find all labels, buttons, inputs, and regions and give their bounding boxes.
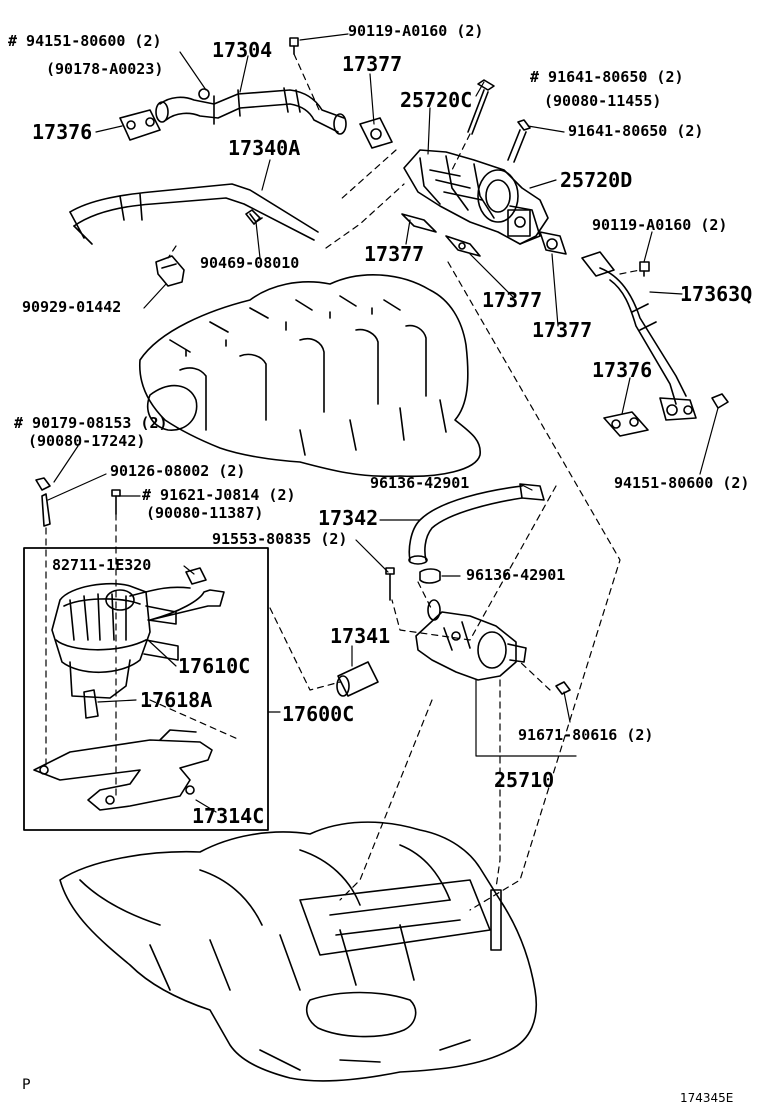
engine-block-drawing — [59, 821, 537, 1082]
callout-91621-j0814[interactable]: # 91621-J0814 (2) — [142, 486, 296, 504]
callout-25720c[interactable]: 25720C — [400, 88, 473, 112]
callout-90178-a0023[interactable]: (90178-A0023) — [46, 60, 164, 78]
callout-17376-top[interactable]: 17376 — [32, 120, 93, 144]
bolt-90119-top-drawing — [289, 37, 299, 55]
callout-17610c[interactable]: 17610C — [178, 654, 251, 678]
callout-90179-08153[interactable]: # 90179-08153 (2) — [14, 414, 168, 432]
connector-82711-drawing — [149, 567, 225, 621]
callout-91553-80835[interactable]: 91553-80835 (2) — [212, 530, 348, 548]
callout-17340a[interactable]: 17340A — [228, 136, 301, 160]
callout-91641-80650-alt[interactable]: # 91641-80650 (2) — [530, 68, 684, 86]
nut-94151-right-drawing — [711, 393, 729, 409]
air-pump-17610C-drawing — [51, 582, 191, 699]
air-pipe-17363Q-drawing — [581, 251, 697, 421]
callout-90119-a0160-right[interactable]: 90119-A0160 (2) — [592, 216, 728, 234]
callout-17377-d[interactable]: 17377 — [532, 318, 593, 342]
callout-91671-80616[interactable]: 91671-80616 (2) — [518, 726, 654, 744]
callout-17341[interactable]: 17341 — [330, 624, 391, 648]
leader-lines — [47, 33, 719, 813]
bushing-17618A-drawing — [83, 689, 99, 719]
callout-17377-a[interactable]: 17377 — [342, 52, 403, 76]
callout-17600c[interactable]: 17600C — [282, 702, 355, 726]
callout-82711-1e320[interactable]: 82711-1E320 — [52, 556, 152, 574]
callout-96136-42901-top[interactable]: 96136-42901 — [370, 474, 470, 492]
callout-90080-11387[interactable]: (90080-11387) — [146, 504, 264, 522]
gasket-17376-right-drawing — [603, 411, 649, 437]
callout-17304[interactable]: 17304 — [212, 38, 273, 62]
callout-94151-80600-top[interactable]: # 94151-80600 (2) — [8, 32, 162, 50]
callout-94151-80600-right[interactable]: 94151-80600 (2) — [614, 474, 750, 492]
gasket-17377-top-drawing — [359, 117, 393, 149]
stud-91641-drawing — [467, 79, 495, 135]
callout-90469-08010[interactable]: 90469-08010 — [200, 254, 300, 272]
callout-17314c[interactable]: 17314C — [192, 804, 265, 828]
bracket-17314C-drawing — [33, 729, 213, 811]
air-injection-valve-25710-drawing — [415, 599, 527, 681]
air-switching-valve-25720C-drawing — [403, 149, 549, 245]
callout-17377-c[interactable]: 17377 — [482, 288, 543, 312]
stud-90179-drawing — [41, 493, 51, 527]
flange-gasket-17376-drawing — [119, 109, 161, 141]
callout-91641-80650[interactable]: 91641-80650 (2) — [568, 122, 704, 140]
hose-17341-drawing — [336, 661, 379, 697]
callout-17363q[interactable]: 17363Q — [680, 282, 753, 306]
bolt-90119-right-drawing — [639, 261, 650, 277]
hose-17340A-drawing — [69, 183, 319, 245]
callout-25710[interactable]: 25710 — [494, 768, 555, 792]
assembly-17600C-box — [23, 547, 269, 831]
callout-25720d[interactable]: 25720D — [560, 168, 633, 192]
gasket-17377-clips-drawing — [401, 213, 567, 257]
clip-90469-drawing — [245, 209, 261, 225]
bolt-91641-drawing — [507, 119, 531, 163]
callout-90119-a0160-top[interactable]: 90119-A0160 (2) — [348, 22, 484, 40]
callout-90080-11455[interactable]: (90080-11455) — [544, 92, 662, 110]
callout-90929-01442[interactable]: 90929-01442 — [22, 298, 122, 316]
callout-96136-42901-bottom[interactable]: 96136-42901 — [466, 566, 566, 584]
nut-90126-drawing — [35, 477, 51, 491]
callout-17376-right[interactable]: 17376 — [592, 358, 653, 382]
bolt-91671-drawing — [555, 681, 571, 695]
air-pipe-17304-drawing — [155, 87, 347, 135]
dashed-installation-lines — [45, 53, 641, 911]
callout-17377-b[interactable]: 17377 — [364, 242, 425, 266]
diagram-id: 174345E — [680, 1091, 734, 1105]
intake-manifold-drawing — [139, 274, 481, 478]
callout-90126-08002[interactable]: 90126-08002 (2) — [110, 462, 246, 480]
bolt-91621-drawing — [111, 489, 121, 515]
callout-17342[interactable]: 17342 — [318, 506, 379, 530]
callout-90080-17242[interactable]: (90080-17242) — [28, 432, 146, 450]
corner-mark: P — [22, 1077, 31, 1093]
hose-17342-drawing — [408, 483, 545, 565]
bolt-91553-drawing — [385, 567, 395, 601]
hose-clamp-96136-drawing — [419, 568, 441, 584]
clamp-90929-drawing — [155, 255, 185, 287]
callout-17618a[interactable]: 17618A — [140, 688, 213, 712]
